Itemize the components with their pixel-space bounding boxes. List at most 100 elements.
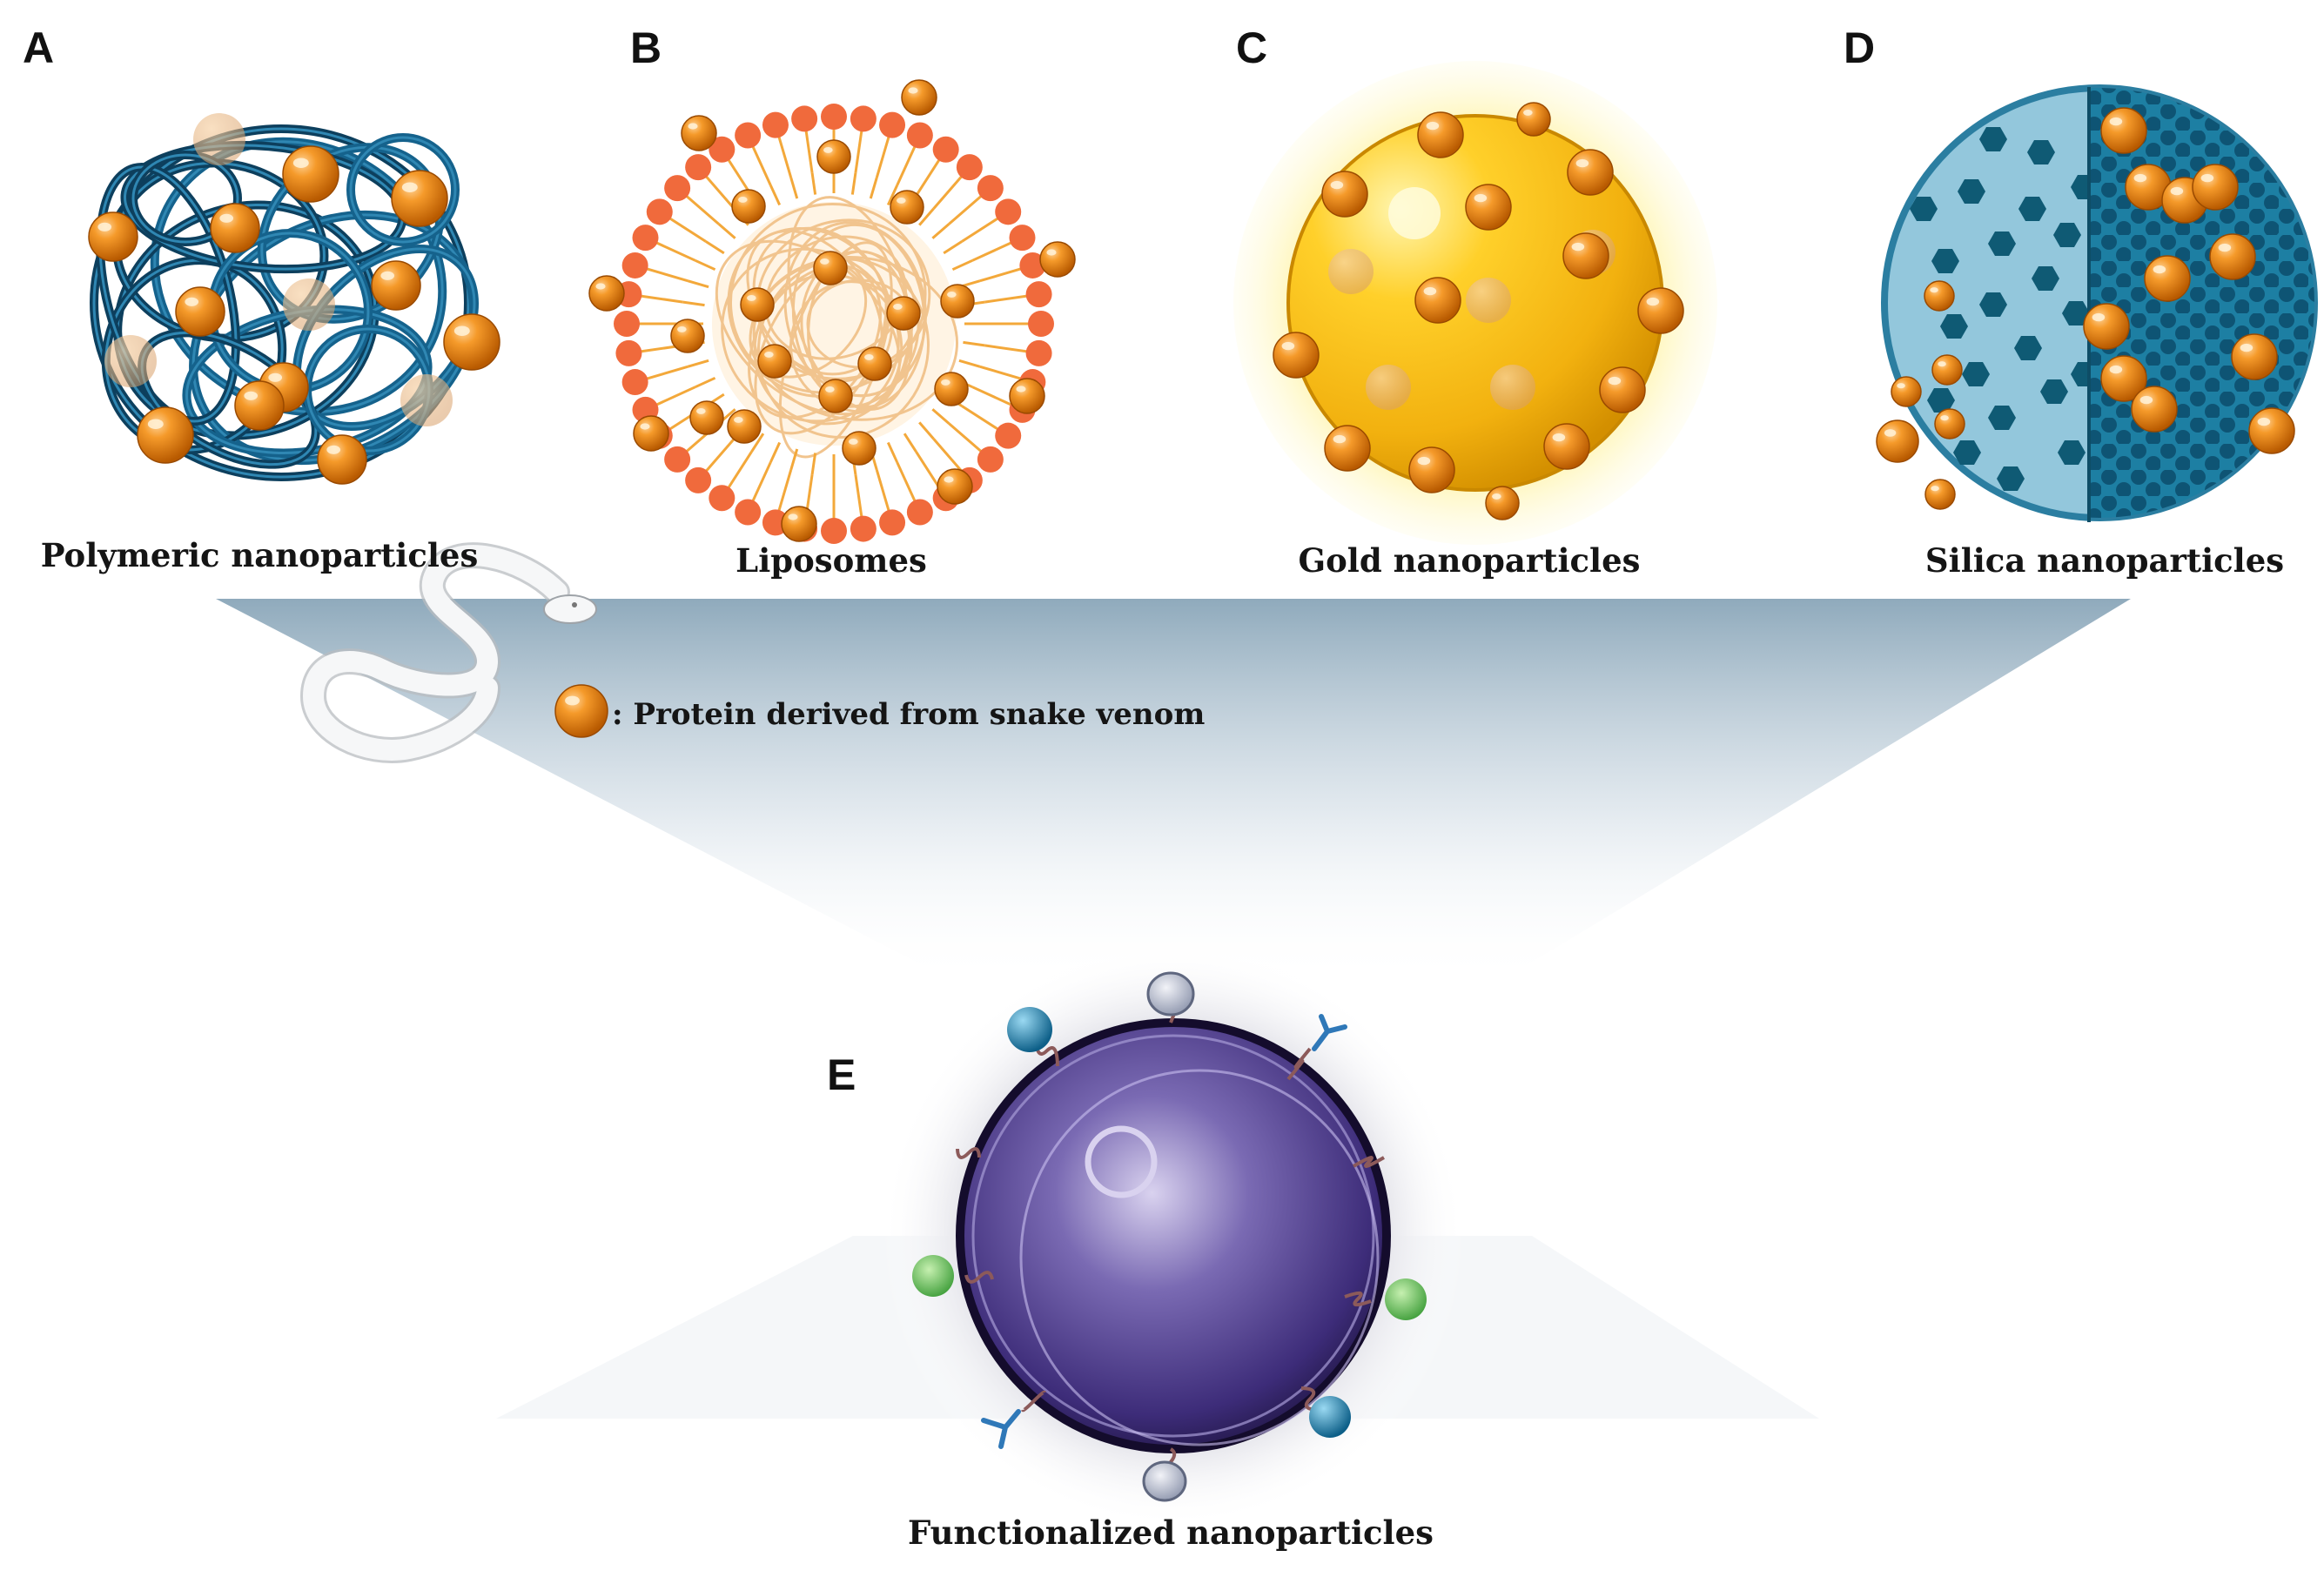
protein-sphere — [1466, 278, 1511, 323]
protein-sphere — [890, 190, 924, 225]
protein-highlight — [1884, 429, 1897, 437]
protein-sphere — [816, 139, 851, 174]
silica-pore — [1958, 179, 1985, 204]
polymeric-nanoparticle-illustration — [88, 113, 500, 485]
protein-highlight — [1426, 121, 1440, 131]
protein-highlight — [788, 513, 798, 520]
protein-sphere — [1543, 423, 1590, 470]
lipid-head — [762, 111, 789, 138]
lipid-tail — [777, 135, 793, 178]
protein-highlight — [864, 353, 874, 360]
lipid-tail — [875, 135, 890, 178]
protein-highlight — [1333, 434, 1347, 444]
protein-sphere — [901, 79, 937, 116]
legend-label: : Protein derived from snake venom — [612, 697, 1206, 732]
lipid-head — [1025, 281, 1052, 308]
protein-highlight — [595, 283, 606, 290]
protein-highlight — [747, 294, 756, 301]
protein-sphere — [1516, 102, 1551, 137]
liposome-cargo-strand — [721, 247, 900, 423]
silica-pore — [1988, 406, 2016, 430]
protein-highlight — [97, 222, 112, 232]
lipid-tail — [948, 422, 984, 453]
lipid-tail — [810, 453, 817, 475]
protein-highlight — [1523, 109, 1533, 116]
lipid-tail — [750, 433, 765, 453]
protein-highlight — [823, 146, 833, 153]
lipid-tail — [896, 461, 917, 503]
lipid-tail — [687, 279, 709, 289]
lipid-head — [614, 311, 640, 337]
protein-sphere — [400, 374, 453, 426]
protein-highlight — [1330, 180, 1344, 190]
lipid-head — [879, 509, 906, 536]
lipid-tail — [984, 294, 1028, 304]
protein-highlight — [2200, 173, 2214, 183]
silica-pore — [1940, 314, 1968, 339]
protein-sphere — [1321, 171, 1368, 218]
protein-sphere — [937, 468, 973, 505]
lipid-head — [664, 446, 691, 473]
lipid-head — [664, 175, 691, 202]
lipid-head — [685, 154, 712, 181]
protein-sphere — [670, 319, 705, 353]
protein-highlight — [2139, 395, 2153, 405]
protein-highlight — [1474, 193, 1488, 203]
caption-liposomes: Liposomes — [735, 541, 927, 580]
protein-sphere — [1931, 354, 1963, 386]
lipid-head — [850, 515, 877, 542]
protein-sphere — [88, 211, 138, 262]
protein-highlight — [326, 445, 341, 454]
silica-pore — [2027, 140, 2055, 164]
protein-sphere — [1039, 241, 1076, 278]
silica-pore — [1927, 388, 1955, 413]
green-peptide-icon — [912, 1255, 954, 1297]
protein-highlight — [2257, 417, 2271, 426]
lipid-head — [879, 111, 906, 138]
protein-sphere — [1485, 486, 1520, 520]
protein-sphere — [818, 379, 853, 413]
protein-highlight — [825, 386, 835, 393]
lipid-tail — [932, 174, 964, 210]
gold-nanoparticle-illustration — [1233, 61, 1717, 545]
protein-sphere — [1009, 378, 1045, 414]
protein-sphere — [1366, 365, 1411, 410]
lipid-tail — [655, 241, 696, 262]
caption-polymeric: Polymeric nanoparticles — [40, 536, 479, 574]
protein-sphere — [391, 170, 448, 227]
silica-pore — [1997, 466, 2025, 491]
ligand-sphere-icon — [1309, 1396, 1351, 1438]
functional-inner-ring — [971, 1034, 1375, 1438]
protein-highlight — [565, 695, 580, 706]
protein-highlight — [738, 196, 748, 203]
silica-pore — [2058, 440, 2086, 465]
protein-sphere — [175, 286, 225, 337]
panel-label-c: C — [1236, 23, 1268, 72]
lipid-tail — [751, 144, 772, 186]
lipid-head — [821, 518, 847, 544]
functional-inner-ring-2 — [1019, 1069, 1380, 1446]
lipid-tail — [804, 130, 814, 173]
lipid-head — [821, 104, 847, 130]
protein-sphere — [2100, 107, 2147, 154]
silica-pore — [1910, 197, 1938, 221]
protein-highlight — [2218, 243, 2232, 252]
lipid-tail — [854, 130, 863, 173]
lipid-head — [906, 499, 933, 526]
silica-pores — [1910, 127, 2099, 491]
lipid-tail — [769, 185, 782, 206]
protein-sphere — [283, 278, 335, 331]
protein-highlight — [2240, 343, 2253, 352]
silica-pore — [2032, 266, 2059, 291]
polymer-strand-highlight — [131, 153, 239, 244]
lipid-tail — [640, 294, 683, 304]
lipid-tail — [704, 174, 735, 210]
polymer-strand-highlight — [92, 127, 470, 479]
protein-sphere — [934, 372, 969, 406]
protein-highlight — [2133, 173, 2147, 183]
lipid-tail — [932, 438, 964, 473]
protein-sphere — [1934, 408, 1965, 440]
lipid-tail — [971, 241, 1013, 262]
protein-sphere — [633, 415, 669, 452]
lipid-tail — [886, 441, 899, 463]
